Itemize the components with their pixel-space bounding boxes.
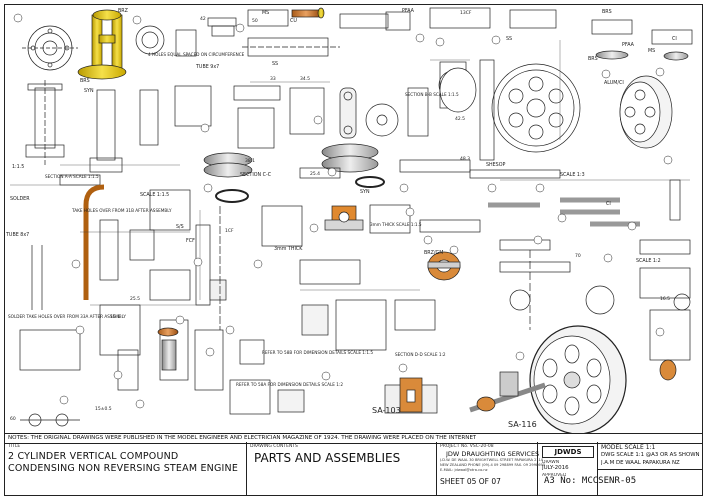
drawing-title-line1: 2 CYLINDER VERTICAL COMPOUND xyxy=(8,451,179,462)
svg-text:16.5: 16.5 xyxy=(660,296,670,302)
svg-text:13CF: 13CF xyxy=(460,10,472,16)
drawn-by: J.A.M DE WAAL PAPAKURA NZ xyxy=(601,460,680,466)
callout-label: SHESOP xyxy=(486,162,506,168)
callout-label: PFAA xyxy=(402,8,415,14)
svg-text:15±0.5: 15±0.5 xyxy=(95,406,112,412)
callout-label: CU xyxy=(290,18,297,24)
callout-label: SS xyxy=(506,36,512,42)
scale-label: SCALE 1:1.5 xyxy=(140,192,169,198)
eccentric-rods-3d xyxy=(488,197,640,227)
callout-label: BRS xyxy=(588,56,598,62)
contents-caption: DRAWING CONTENTS xyxy=(250,444,298,449)
callout-label: CI xyxy=(606,201,611,207)
model-scale: MODEL SCALE 1:1 xyxy=(601,444,656,451)
company-phone: NEW ZEALAND PHONE (09)-4 09 298899 FAX. … xyxy=(440,463,546,467)
divider xyxy=(4,443,703,444)
company-address: J.D.W. DE WAAL 30 BRIGHTWELL STREET PAPA… xyxy=(440,458,544,462)
svg-text:48.3: 48.3 xyxy=(460,156,470,162)
flange-part xyxy=(22,25,78,71)
approved-caption: APPROVED xyxy=(542,473,567,478)
svg-text:50: 50 xyxy=(252,18,258,24)
pulley-3d xyxy=(203,143,379,178)
divider xyxy=(537,442,538,496)
callout-label: SOLDER xyxy=(10,196,30,202)
callout-label: 4 HOLES EQUAL SPACED ON CIRCUMFERENCE xyxy=(148,52,245,57)
callout-label: MS xyxy=(648,48,655,54)
callout-label: 3mm THICK xyxy=(274,246,303,252)
drawing-scale: DWG SCALE 1:1 @A3 OR AS SHOWN xyxy=(601,452,700,458)
assembly-label: SA-103 xyxy=(372,406,401,415)
callout-label: SS xyxy=(272,61,278,67)
note-label: SOLDER TAKE HOLES OVER FROM 33A AFTER AS… xyxy=(8,314,126,319)
callout-label: ALUM/CI xyxy=(604,80,624,86)
note-label: TAKE HOLES OVER FROM 31B AFTER ASSEMBLY xyxy=(71,208,172,213)
callout-label: TUBE 8x7 xyxy=(5,232,29,238)
company-email: E-MAIL: jdwaal@xtra.co.nz xyxy=(440,468,488,472)
scale-label: SCALE 1:2 xyxy=(636,258,661,264)
title-block: NOTES: THE ORIGINAL DRAWINGS WERE PUBLIS… xyxy=(4,433,703,496)
drawing-title-line2: CONDENSING NON REVERSING STEAM ENGINE xyxy=(8,463,239,474)
callout-label: PFAA xyxy=(622,42,635,48)
svg-text:60: 60 xyxy=(10,416,16,422)
callout-label: BRZ/GM xyxy=(424,250,443,256)
callout-label: SYN xyxy=(360,189,370,195)
svg-text:1CF: 1CF xyxy=(225,228,234,234)
callout-label: BRS xyxy=(80,78,90,84)
section-label: SECTION A-A SCALE 1:1.5 xyxy=(45,174,99,179)
svg-text:15.1: 15.1 xyxy=(110,314,120,320)
flywheel-3d-small xyxy=(619,75,673,149)
note-label: REFER TO 58A FOR DIMENSION DETAILS SCALE… xyxy=(236,382,343,387)
note-label: REFER TO 58B FOR DIMENSION DETAILS SCALE… xyxy=(262,350,373,355)
connecting-link-3d xyxy=(339,87,357,139)
svg-text:34.5: 34.5 xyxy=(300,76,310,82)
scale-label: 1:1.5 xyxy=(12,164,24,170)
company-logo: JDWDS xyxy=(542,446,594,458)
callout-label: SYN xyxy=(84,88,94,94)
section-label: SECTION C-C xyxy=(240,172,272,178)
valve-chest-3d xyxy=(77,9,127,80)
title-caption: TITLE xyxy=(8,444,21,449)
sa-103-assembly xyxy=(384,377,438,414)
part-balloons xyxy=(13,13,673,409)
sheet-border xyxy=(4,4,703,496)
divider xyxy=(597,469,703,470)
drawing-date: JULY-2016 xyxy=(542,465,569,471)
drawing-area: 33 34.5 42 50 42.5 48.3 38.1 25.4 25.5 15.1 1… xyxy=(5,7,693,433)
callout-label: BRS xyxy=(602,9,612,15)
drawing-note: NOTES: THE ORIGINAL DRAWINGS WERE PUBLIS… xyxy=(8,435,477,441)
project-number: PROJECT No. VSC-20-08 xyxy=(440,444,494,449)
company-name: JDW DRAUGHTING SERVICES xyxy=(446,450,540,458)
callout-label: FCF xyxy=(186,238,195,244)
drawn-caption: DRAWN xyxy=(542,460,560,465)
svg-text:33: 33 xyxy=(270,76,276,82)
callout-label: TUBE 9x7 xyxy=(195,64,219,70)
eccentric-strap-3d xyxy=(427,251,461,281)
scale-label: SCALE 1:3 xyxy=(560,172,585,178)
callout-label: BRZ xyxy=(118,8,129,14)
callout-label: 3mm THICK SCALE 1:1.5 xyxy=(370,222,422,227)
callout-label: MS xyxy=(262,10,269,16)
svg-text:70: 70 xyxy=(575,253,581,259)
copper-pipe-3d xyxy=(291,7,325,19)
drawing-number: A3 No: MCCSENR-05 xyxy=(544,476,637,486)
svg-text:38.1: 38.1 xyxy=(245,158,255,164)
assembly-label: SA-116 xyxy=(508,420,537,429)
drawing-contents: PARTS AND ASSEMBLIES xyxy=(254,451,401,465)
svg-text:25.5: 25.5 xyxy=(130,296,140,302)
callout-label: S/S xyxy=(176,224,184,230)
section-label: SECTION B-B SCALE 1:1.5 xyxy=(405,92,459,97)
divider xyxy=(436,442,437,496)
sa-116-assembly xyxy=(469,325,627,433)
section-label: SECTION D-D SCALE 1:2 xyxy=(395,352,446,357)
svg-text:25.4: 25.4 xyxy=(310,171,320,177)
divider xyxy=(246,442,247,496)
flywheel-elevation xyxy=(491,63,581,153)
guide-bar-3d xyxy=(157,327,179,371)
svg-text:42.5: 42.5 xyxy=(455,116,465,122)
sheet-number: SHEET 05 OF 07 xyxy=(440,477,501,486)
svg-text:42: 42 xyxy=(200,16,206,22)
callout-label: CI xyxy=(672,36,677,42)
bearing-block-3d xyxy=(324,205,364,231)
